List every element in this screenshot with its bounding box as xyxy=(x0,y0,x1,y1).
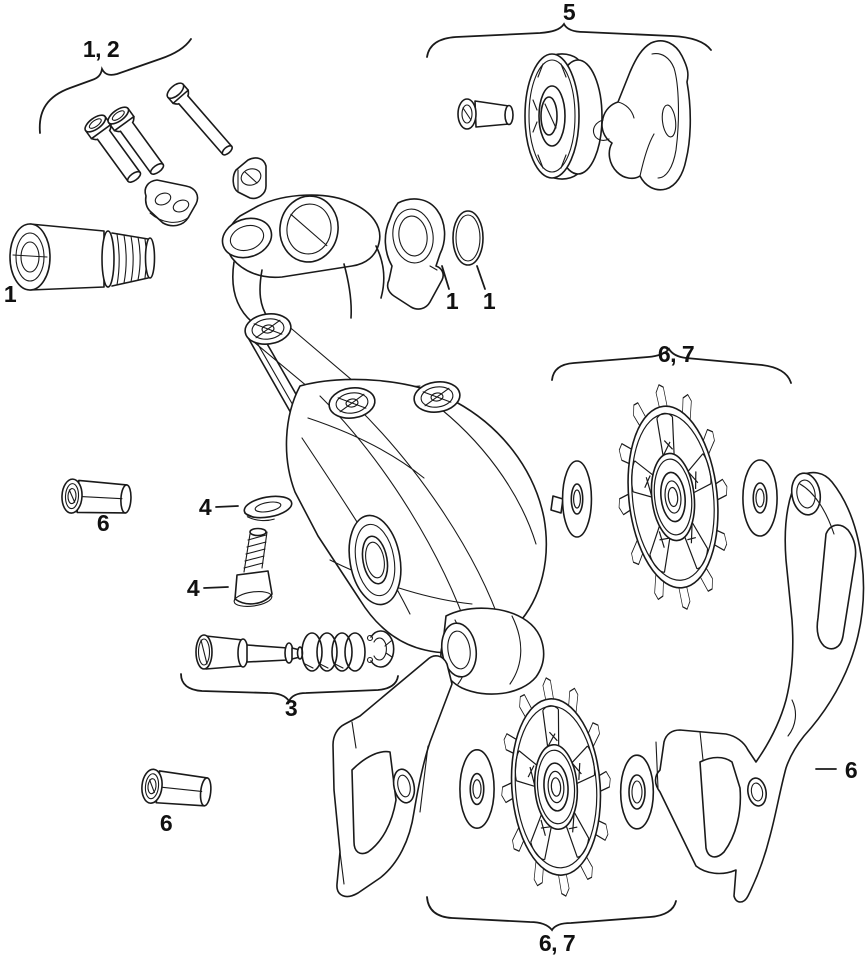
brace-group-1-2 xyxy=(38,38,192,134)
limit-screw xyxy=(233,527,273,607)
leader-cam-washer xyxy=(441,265,450,290)
jockey-wheel-upper xyxy=(607,379,740,615)
lower-pulley-group xyxy=(426,674,677,932)
upper-pulley-group xyxy=(551,347,792,615)
callout-cam-washer: 1 xyxy=(446,288,459,314)
cam-washer xyxy=(384,198,446,310)
brace-lower-pulley xyxy=(426,896,677,932)
b-bolt xyxy=(9,223,156,291)
cap-group xyxy=(426,22,712,191)
brace-upper-pulley xyxy=(551,347,792,384)
o-ring xyxy=(452,210,484,266)
callout-mount-bolt-group: 1, 2 xyxy=(83,36,119,62)
callout-o-ring: 1 xyxy=(483,288,496,314)
hanger-nut xyxy=(232,157,267,200)
callout-cage-screw-lower: 6 xyxy=(160,810,172,836)
brace-group-5 xyxy=(426,22,712,58)
cage-pivot-hole xyxy=(348,514,402,606)
callout-limit-screw: 4 xyxy=(187,575,200,601)
callout-spring-pin-group: 3 xyxy=(285,695,297,721)
pulley-washer-upper-right xyxy=(742,459,778,537)
outer-cage-plate xyxy=(654,471,865,903)
link-plate xyxy=(144,179,199,227)
callout-upper-pulley-group: 6, 7 xyxy=(658,341,694,367)
callout-b-bolt: 1 xyxy=(4,281,17,307)
dash-limit-screw xyxy=(203,586,229,589)
dash-limit-washer xyxy=(215,505,239,508)
callout-outer-cage-plate: 6 xyxy=(845,757,857,783)
damper-pulley xyxy=(524,53,603,180)
jockey-wheel-lower xyxy=(494,674,618,900)
callout-cage-screw-upper: 6 xyxy=(97,510,109,536)
brace-group-3 xyxy=(180,673,399,703)
spring-pin-group xyxy=(180,630,399,703)
leader-o-ring xyxy=(476,265,486,290)
inner-cage-plate xyxy=(332,655,453,898)
limit-washer xyxy=(243,495,293,522)
callout-cap-group: 5 xyxy=(563,0,576,25)
cage-cap xyxy=(592,40,692,191)
p-spring xyxy=(301,632,366,672)
pulley-bolt-lower xyxy=(628,774,646,810)
e-clip xyxy=(366,630,395,668)
damper-bolt xyxy=(457,98,514,130)
cage-bolt-boss xyxy=(790,472,822,516)
pulley-washer-upper-left xyxy=(561,460,593,538)
callout-lower-pulley-group: 6, 7 xyxy=(539,930,575,956)
derailleur-body xyxy=(221,194,564,695)
cage-screw-lower xyxy=(139,767,214,811)
p-knuckle-hole xyxy=(440,622,478,678)
pulley-washer-lower-left xyxy=(459,749,495,829)
mount-bolt-group xyxy=(38,38,267,227)
callout-limit-washer: 4 xyxy=(199,494,212,520)
mount-pin xyxy=(163,79,238,160)
pivot-pin xyxy=(195,634,304,670)
